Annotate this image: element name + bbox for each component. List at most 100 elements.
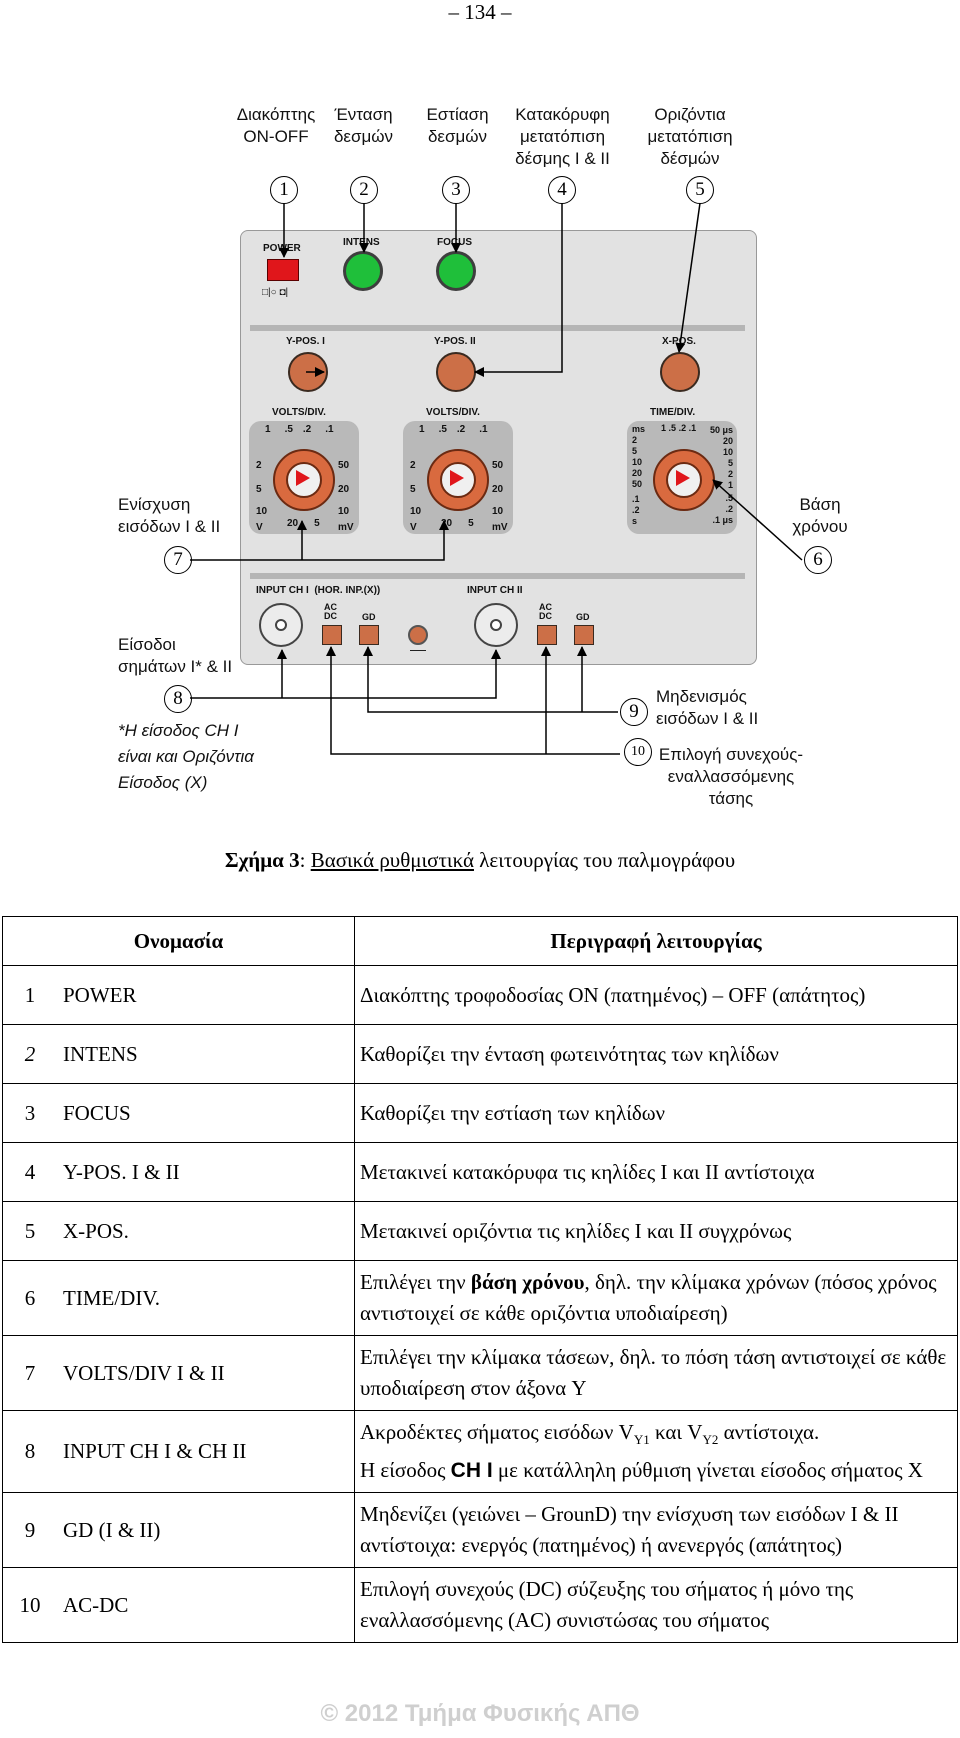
row-description: Επιλέγει την βάση χρόνου, δηλ. την κλίμα…: [354, 1260, 958, 1336]
desc-part: με κατάλληλη ρύθμιση γίνεται είσοδος σήμ…: [492, 1458, 923, 1483]
callout-5: 5: [686, 176, 714, 204]
label-gain: Ενίσχυση εισόδων I & II: [118, 494, 220, 538]
oscilloscope-figure: Διακόπτης ON-OFF Ένταση δεσμών Εστίαση δ…: [0, 0, 960, 830]
intens-knob[interactable]: [343, 251, 383, 291]
tick: 5: [468, 518, 474, 529]
input-ch1-label: INPUT CH I (HOR. INP.(X)): [256, 585, 381, 596]
figure-caption: Σχήμα 3: Βασικά ρυθμιστικά λειτουργίας τ…: [0, 848, 960, 873]
leader-line: [190, 520, 449, 561]
leader-line: [474, 203, 563, 377]
power-button[interactable]: [267, 259, 299, 281]
desc-part: αντίστοιχα.: [718, 1420, 820, 1444]
input-ch2-connector-center: [490, 619, 502, 631]
tick: 5: [314, 518, 320, 529]
caption-underlined: Βασικά ρυθμιστικά: [310, 848, 474, 872]
tick: .2: [725, 504, 733, 514]
tick: .1: [712, 515, 720, 525]
gd-1-button[interactable]: [359, 625, 379, 645]
label-horizontal-shift: Οριζόντια μετατόπιση δέσμών: [635, 104, 745, 170]
tick: .1: [688, 423, 697, 433]
footer-copyright: © 2012 Τμήμα Φυσικής ΑΠΘ: [320, 1700, 640, 1727]
volts-scale-top: 1.5.2.1: [419, 424, 488, 435]
label-power-switch: Διακόπτης ON-OFF: [226, 104, 326, 148]
tick: 50: [338, 460, 350, 471]
tick: mV: [492, 522, 508, 533]
row-name: FOCUS: [57, 1083, 355, 1143]
row-number: 5: [2, 1201, 57, 1261]
row-description: Επιλογή συνεχούς (DC) σύζευξης του σήματ…: [354, 1567, 958, 1644]
tick: V: [410, 522, 417, 533]
header-description: Περιγραφή λειτουργίας: [354, 916, 958, 966]
tick: 10: [722, 447, 733, 457]
label-line: Οριζόντια: [654, 105, 726, 124]
ground-icon: [410, 650, 426, 657]
row-name: POWER: [57, 965, 355, 1025]
volts-div-2-label: VOLTS/DIV.: [426, 407, 480, 418]
leader-line: [675, 202, 701, 353]
callout-3: 3: [442, 176, 470, 204]
label-line: δεσμών: [333, 127, 394, 146]
row-name: TIME/DIV.: [57, 1260, 355, 1336]
tick: 20: [632, 468, 643, 478]
tick: 10: [410, 506, 422, 517]
ac-dc-2-button[interactable]: [537, 625, 557, 645]
tick: .2: [632, 505, 640, 515]
tick: .1: [325, 424, 334, 435]
tick: 50: [709, 425, 720, 435]
label-vertical-shift: Κατακόρυφη μετατόπιση δέσμης I & II: [500, 104, 625, 170]
tick: μs: [722, 425, 733, 435]
leader-line: [326, 646, 620, 755]
desc-part: Επιλέγει την: [360, 1270, 471, 1294]
xpos-knob[interactable]: [660, 352, 700, 392]
power-symbols: □|○ ◘|: [262, 287, 289, 298]
ypos2-knob[interactable]: [436, 352, 476, 392]
row-number: 7: [2, 1335, 57, 1411]
label-line: Βάση: [799, 495, 841, 514]
tick: .5: [725, 493, 733, 503]
ground-terminal[interactable]: [408, 625, 428, 645]
row-number: 10: [2, 1567, 57, 1644]
tick: 5: [256, 484, 262, 495]
label-line: δέσμών: [660, 149, 720, 168]
note-ch1-horizontal: *Η είσοδος CH I είναι και Οριζόντια Είσο…: [118, 718, 254, 796]
tick: 20: [287, 518, 299, 529]
subscript: Y1: [633, 1432, 650, 1448]
row-description: Επιλέγει την κλίμακα τάσεων, δηλ. το πόσ…: [354, 1335, 958, 1411]
input-ch1-connector-center: [275, 619, 287, 631]
desc-bold: βάση χρόνου: [470, 1270, 585, 1294]
callout-8: 8: [164, 685, 192, 713]
label-acdc: Επιλογή συνεχούς- εναλλασσόμενης τάσης: [656, 744, 806, 810]
row-description: Διακόπτης τροφοδοσίας ON (πατημένος) – O…: [354, 965, 958, 1025]
gd-1-label: GD: [362, 612, 376, 622]
time-div-label: TIME/DIV.: [650, 407, 696, 418]
gd-2-button[interactable]: [574, 625, 594, 645]
label-line: εναλλασσόμενης: [667, 767, 795, 786]
tick: 10: [256, 506, 268, 517]
label-intensity: Ένταση δεσμών: [316, 104, 411, 148]
tick: 10: [338, 506, 350, 517]
tick: 1: [727, 480, 733, 490]
tick: 20: [338, 484, 350, 495]
desc-part: , δηλ. την κλίμακα χρόνων (πόσος χρόνος …: [360, 1270, 937, 1325]
ac-dc-1-button[interactable]: [322, 625, 342, 645]
label-focus: Εστίαση δεσμών: [410, 104, 505, 148]
input-ch2-connector[interactable]: [474, 603, 518, 647]
row-number: 3: [2, 1083, 57, 1143]
time-scale-top: 1 .5 .2 .1: [661, 423, 696, 433]
tick: .2: [302, 424, 312, 435]
callout-10: 10: [624, 738, 652, 766]
table-header-row: Ονομασία Περιγραφή λειτουργίας: [2, 916, 958, 966]
label-line: Εστίαση: [426, 105, 489, 124]
pointer-icon: [296, 470, 310, 486]
row-number: 8: [2, 1409, 57, 1494]
label-line: Επιλογή συνεχούς-: [658, 745, 804, 764]
label-line: σημάτων I* & II: [118, 657, 233, 676]
tick: 10: [492, 506, 504, 517]
row-name: X-POS.: [57, 1201, 355, 1261]
